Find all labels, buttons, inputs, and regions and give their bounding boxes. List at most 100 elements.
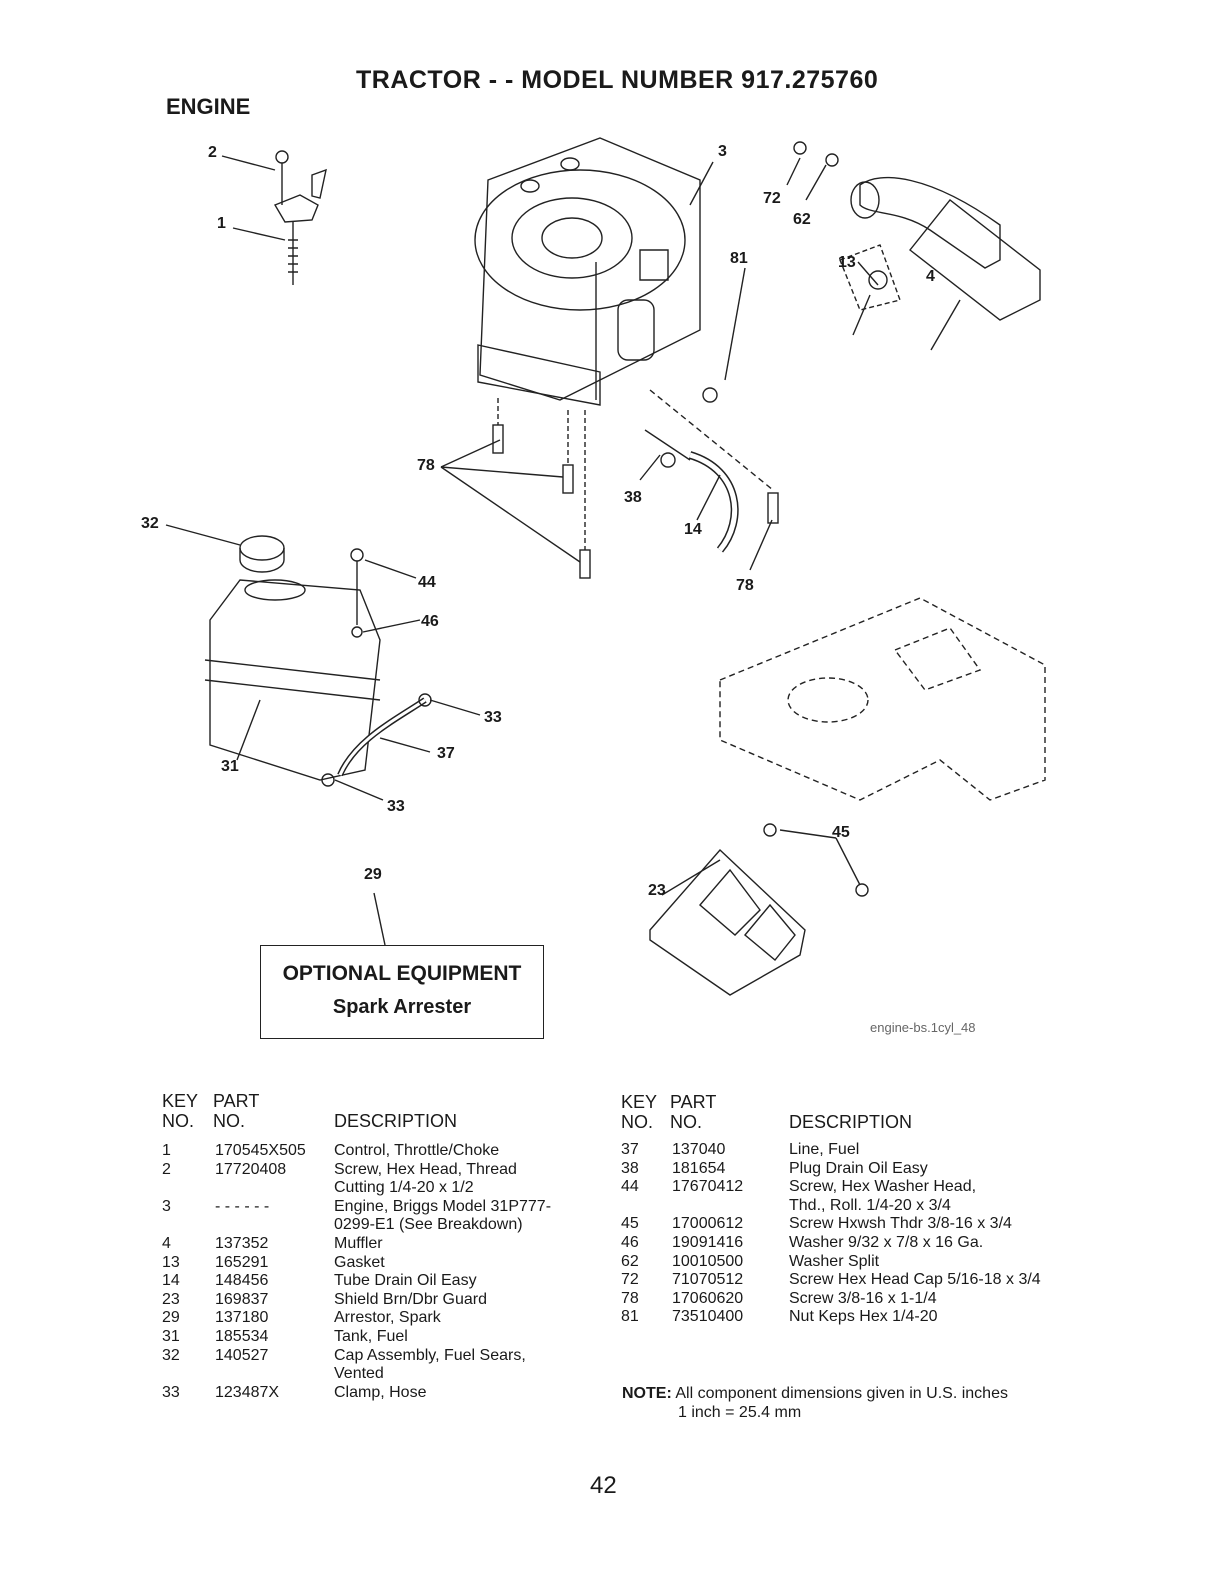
figure-id: engine-bs.1cyl_48 (870, 1020, 976, 1035)
part-description: Screw, Hex Washer Head, (789, 1178, 977, 1196)
callout-33-lower: 33 (387, 798, 405, 815)
part-description: Washer 9/32 x 7/8 x 16 Ga. (789, 1233, 984, 1251)
callout-81: 81 (730, 250, 748, 267)
optional-equipment-box: OPTIONAL EQUIPMENT Spark Arrester (260, 945, 544, 1039)
table-header-row-2: NO. NO. DESCRIPTION (162, 1112, 592, 1142)
part-description: Line, Fuel (789, 1141, 860, 1158)
part-description: Cap Assembly, Fuel Sears, (334, 1346, 526, 1364)
callout-33-upper: 33 (484, 709, 502, 726)
table-row: 81 73510400 Nut Keps Hex 1/4-20 (621, 1308, 1081, 1327)
table-row: Cutting 1/4-20 x 1/2 (162, 1179, 592, 1198)
optional-equipment-heading: OPTIONAL EQUIPMENT (282, 962, 522, 985)
table-row: Thd., Roll. 1/4-20 x 3/4 (621, 1197, 1081, 1216)
callout-31: 31 (221, 758, 239, 775)
part-description: Control, Throttle/Choke (334, 1142, 500, 1159)
part-description: Muffler (334, 1234, 383, 1252)
header-part-no: NO. (213, 1111, 246, 1131)
part-number: 17000612 (672, 1215, 744, 1233)
part-description: Screw 3/8-16 x 1-1/4 (789, 1289, 937, 1307)
part-description: Screw Hxwsh Thdr 3/8-16 x 3/4 (789, 1215, 1012, 1233)
part-key-no: 81 (621, 1308, 639, 1326)
part-description: 0299-E1 (See Breakdown) (334, 1216, 523, 1234)
part-number: 17720408 (215, 1160, 287, 1178)
leader-lines (165, 155, 961, 946)
part-number: 73510400 (672, 1308, 744, 1326)
part-key-no: 14 (162, 1272, 180, 1290)
callout-4: 4 (926, 268, 935, 285)
callout-78-top: 78 (417, 457, 435, 474)
part-description: Vented (334, 1365, 384, 1383)
part-key-no: 44 (621, 1178, 639, 1196)
drain-tube-illustration (644, 387, 739, 553)
header-description: DESCRIPTION (789, 1112, 913, 1132)
engine-bolts-78 (492, 389, 779, 579)
part-description: Cutting 1/4-20 x 1/2 (334, 1179, 474, 1197)
part-key-no: 46 (621, 1233, 639, 1251)
table-row: 33 123487X Clamp, Hose (162, 1384, 592, 1403)
part-description: Gasket (334, 1253, 385, 1271)
part-number: 17670412 (672, 1178, 744, 1196)
part-number: 137180 (215, 1309, 269, 1327)
header-part: PART (670, 1092, 717, 1112)
callout-72: 72 (763, 190, 781, 207)
part-number: 10010500 (672, 1252, 744, 1270)
part-description: Nut Keps Hex 1/4-20 (789, 1308, 938, 1326)
table-row: 45 17000612 Screw Hxwsh Thdr 3/8-16 x 3/4 (621, 1215, 1081, 1234)
callout-2: 2 (208, 144, 217, 161)
part-key-no: 78 (621, 1289, 639, 1307)
callout-13: 13 (838, 254, 856, 271)
part-number: 137040 (672, 1141, 726, 1158)
part-description: Clamp, Hose (334, 1383, 427, 1401)
part-key-no: 1 (162, 1142, 171, 1159)
callout-62: 62 (793, 211, 811, 228)
part-key-no: 33 (162, 1383, 180, 1401)
header-no: NO. (162, 1111, 195, 1131)
table-row: 3- - - - - -Engine, Briggs Model 31P777- (162, 1198, 592, 1217)
table-header-row-1: KEY PART (162, 1092, 592, 1112)
part-number: 71070512 (672, 1271, 744, 1289)
table-header-row-1: KEY PART (621, 1093, 1081, 1113)
header-part-no: NO. (670, 1112, 703, 1132)
part-key-no: 32 (162, 1346, 180, 1364)
callout-45: 45 (832, 824, 850, 841)
part-number: 181654 (672, 1159, 726, 1177)
engine-illustration (474, 137, 701, 406)
part-description: Screw Hex Head Cap 5/16-18 x 3/4 (789, 1271, 1041, 1289)
shield-illustration (649, 823, 869, 996)
callout-1: 1 (217, 215, 226, 232)
note-line-1: All component dimensions given in U.S. i… (675, 1385, 1008, 1402)
dimensions-note: NOTE: All component dimensions given in … (622, 1384, 1008, 1422)
part-description: Washer Split (789, 1252, 880, 1270)
part-description: Tank, Fuel (334, 1327, 408, 1345)
frame-plate-illustration (719, 597, 1046, 801)
part-description: Plug Drain Oil Easy (789, 1159, 928, 1177)
callout-3: 3 (718, 143, 727, 160)
part-number: 137352 (215, 1234, 269, 1252)
section-title: ENGINE (166, 94, 251, 119)
page-number: 42 (590, 1472, 617, 1499)
part-number: 148456 (215, 1272, 269, 1290)
callout-78-right: 78 (736, 577, 754, 594)
part-key-no: 45 (621, 1215, 639, 1233)
part-key-no: 3 (162, 1197, 171, 1215)
part-number: 123487X (215, 1383, 280, 1401)
part-key-no: 13 (162, 1253, 180, 1271)
header-description: DESCRIPTION (334, 1111, 458, 1131)
optional-equipment-item: Spark Arrester (332, 996, 472, 1018)
part-number: 140527 (215, 1346, 269, 1364)
callout-32: 32 (141, 515, 159, 532)
part-description: Screw, Hex Head, Thread (334, 1160, 517, 1178)
note-line-2: 1 inch = 25.4 mm (678, 1404, 802, 1421)
table-row: 44 17670412 Screw, Hex Washer Head, (621, 1178, 1081, 1197)
part-key-no: 37 (621, 1141, 639, 1158)
